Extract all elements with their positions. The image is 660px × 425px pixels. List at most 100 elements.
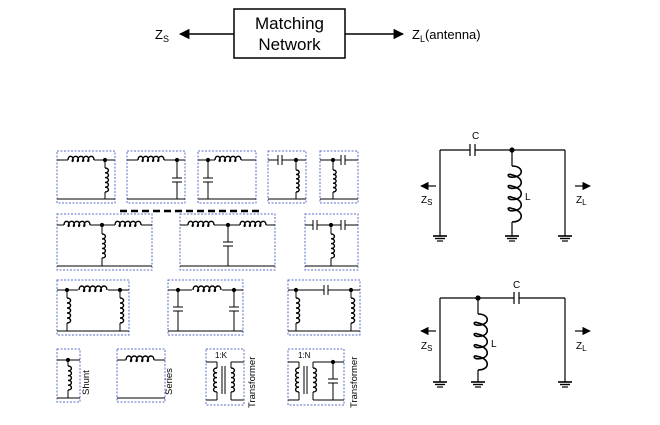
topology-pi-network-clc [167,279,244,336]
shunt-label: Shunt [81,370,92,395]
topology-box [167,279,244,336]
topology-box [304,213,359,271]
topology-series-l-shunt-c [126,150,186,204]
topology-box [56,279,130,336]
load-impedance-label: ZL(antenna) [412,27,481,44]
inductor-h [239,220,267,228]
inductor-v [350,297,356,324]
inductor-v [67,365,73,391]
capacitor-shunt [203,177,213,183]
circuit-a-ground-left [433,235,447,242]
inductor-h [63,220,91,228]
capacitor-shunt [172,177,182,183]
topology-series-c-shunt-l [267,150,307,204]
circuit-a-capacitor [469,144,476,156]
capacitor-shunt [173,306,183,312]
capacitor-series [340,220,346,230]
inductor-h [214,155,242,163]
topology-shunt-c-series-l [197,150,257,204]
topology-box [197,150,257,204]
circuit-b-load-sub: L [582,344,587,353]
topology-box [56,150,116,204]
topology-box [319,150,359,204]
circuit-b-load-label: ZL [576,341,587,353]
capacitor-shunt [229,306,239,312]
inductor-v [104,167,110,193]
inductor-h [125,355,155,363]
circuit-a-source-sub: S [427,198,432,207]
topology-shunt [56,348,81,403]
circuit-b-ground-right [558,381,572,388]
transformer1-ratio: 1:K [215,351,228,360]
load-impedance-sub: L [420,34,425,44]
inductor-v [295,297,301,324]
inductor-v [119,297,125,324]
secondary-winding [230,367,236,393]
inductor-v [101,233,107,259]
topology-box [267,150,307,204]
circuit-b-source-main: Z [421,341,427,352]
circuit-b-capacitor [513,292,520,304]
circuit-a-ground-right [558,235,572,242]
topology-grid [56,150,361,406]
circuit-b-ground-mid [471,381,485,388]
circuit-a-source-label: ZS [421,195,432,207]
capacitor-shunt [328,378,338,384]
circuit-a-source-main: Z [421,195,427,206]
primary-winding [212,367,218,393]
topology-box [179,213,276,271]
load-impedance-main: Z [412,27,420,42]
capacitor-shunt [223,241,233,247]
circuit-a [420,144,591,242]
circuit-b-load-main: Z [576,341,582,352]
matching-network-box [233,8,346,59]
circuit-a-load-sub: L [582,198,587,207]
source-impedance-sub: S [163,34,169,44]
matching-network-box-line2: Network [258,35,321,54]
primary-winding [294,367,300,393]
circuit-b-ind-label: L [491,339,497,350]
topology-labels: Shunt Series 1:K Transformer 1:N Transfo… [81,351,360,408]
capacitor-series [312,220,318,230]
topology-series-l-shunt-l [56,150,116,204]
circuit-b-source-sub: S [427,344,432,353]
load-impedance-suffix: (antenna) [425,27,481,42]
inductor-v [295,169,300,193]
circuit-b [420,292,591,388]
source-impedance-main: Z [155,27,163,42]
inductor-h [67,155,95,163]
circuit-b-ground-left [433,381,447,388]
capacitor-series [323,285,329,295]
coil-backdrop [192,282,222,292]
coil-backdrop [78,282,108,292]
circuit-a-load-label: ZL [576,195,587,207]
inductor-v [332,169,337,193]
capacitor-series [277,155,283,165]
inductor-h [114,220,142,228]
topology-pi-network-lcl [287,279,361,336]
matching-network-box-line1: Matching [255,14,324,33]
inductor-h [187,220,215,228]
matching-network-overview: Matching Network ZS ZL(antenna) [155,8,481,59]
source-impedance-label: ZS [155,27,169,44]
topology-box [56,213,153,271]
secondary-winding [312,367,318,393]
topology-transformer-1k [205,348,245,406]
topology-box [116,348,166,403]
topology-t-network-clc [304,213,359,271]
circuit-a-labels: C L ZS ZL [421,131,587,207]
transformer2-label: Transformer [349,357,360,408]
topology-transformer-1n [287,348,345,406]
topology-box [126,150,186,204]
topology-series [116,348,166,403]
capacitor-series [340,155,346,165]
inductor-h [137,155,165,163]
circuit-a-inductor [507,165,523,223]
inductor-v [330,233,336,259]
series-label: Series [164,368,175,395]
circuit-a-cap-label: C [472,131,479,142]
topology-shunt-l-series-c [319,150,359,204]
circuit-b-inductor [473,313,489,371]
inductor-h [78,285,108,293]
